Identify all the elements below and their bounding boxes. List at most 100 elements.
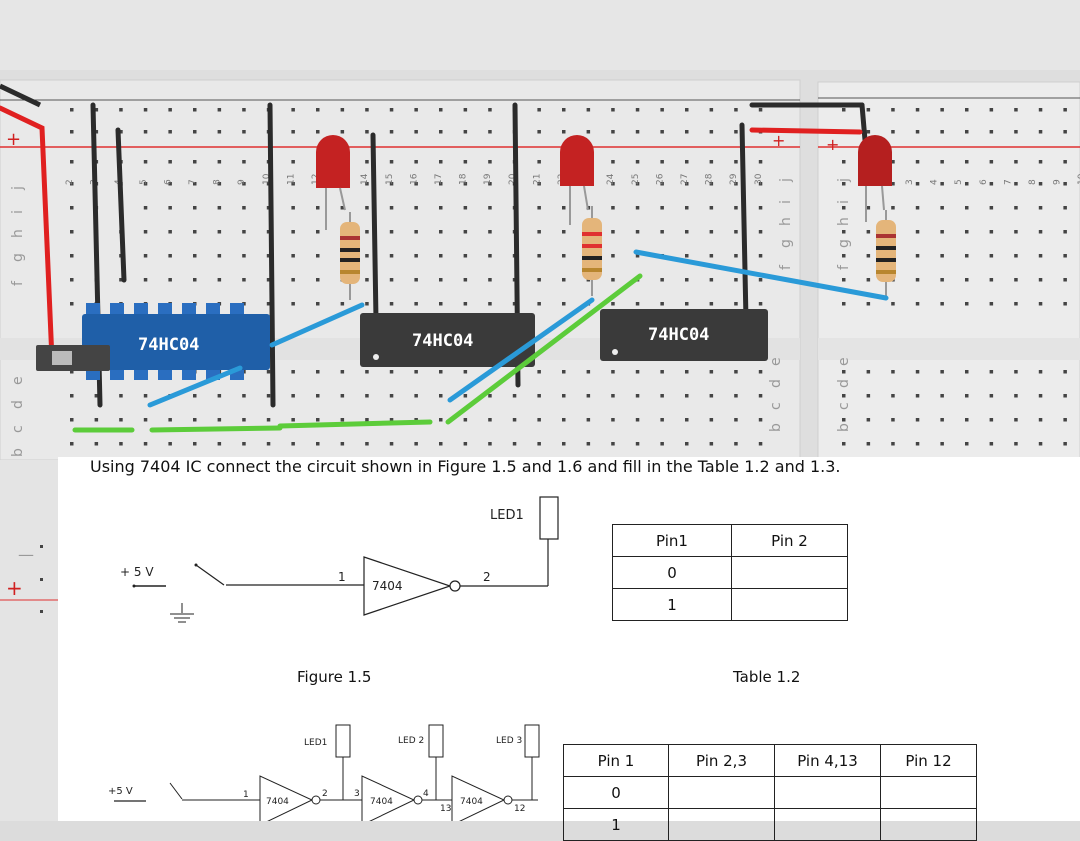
column-number: 4 [930,179,940,185]
inverter-gate [363,556,452,616]
column-number: 7 [1003,179,1013,185]
row-letter: g [836,239,852,248]
fig16-pin: 12 [514,804,525,814]
breadboard-photo: + + + 2345678910111213141516171819202122… [0,79,1080,460]
row-letter: c [10,425,26,433]
column-number: 28 [705,173,715,185]
chip-3: 74HC04 [600,309,768,361]
column-number: 6 [979,179,989,185]
row-letter: h [778,217,794,226]
fig16-supply: +5 V [108,786,133,797]
led1-box [539,496,559,540]
row-letter: j [778,178,794,183]
main-breadboard [0,79,801,460]
column-number: 9 [1053,179,1063,185]
row-letter: i [836,200,852,204]
inverter-gate-2 [361,775,416,821]
column-number: 16 [409,173,419,185]
fig16-gate: 7404 [266,797,289,807]
row-letter: e [836,357,852,366]
table-1-3-header: Pin 12 [880,744,977,777]
resistor-3 [876,210,896,296]
column-number: 24 [606,173,616,185]
column-number: 3 [905,179,915,185]
led-3 [858,135,892,222]
row-letter: g [778,239,794,248]
row-letter: j [10,186,26,191]
fig16-gate: 7404 [370,797,393,807]
chip-1: 74HC04 [82,303,270,380]
column-number: 5 [954,179,964,185]
column-number: 10 [262,173,272,185]
table-1-3-cell[interactable] [774,776,881,809]
chip-2-label: 74HC04 [412,331,473,351]
row-letter: c [836,402,852,410]
right-breadboard [817,81,1080,460]
row-letters: jihgfedcbafghijfghijedcbedcb [10,178,852,457]
row-letter: i [10,210,26,214]
column-number: 9 [237,179,247,185]
column-number: 19 [483,173,493,185]
svg-text:+: + [6,576,23,600]
fig16-pin: 4 [423,789,429,799]
table-1-3-cell[interactable] [880,776,977,809]
column-number: 5 [139,179,149,185]
column-number: 14 [360,173,370,185]
column-number: 10 [1077,173,1080,185]
table-1-2-header: Pin 2 [731,524,848,557]
figure-1-5-caption: Figure 1.5 [297,668,372,686]
table-1-3-cell[interactable] [668,776,775,809]
table-1-3: Pin 1 Pin 2,3 Pin 4,13 Pin 12 0 1 [563,744,977,841]
row-letter: c [768,402,784,410]
table-1-3-cell[interactable] [880,808,977,841]
row-letter: d [768,379,784,388]
figure-1-6-circuit: +5 V 1 7404 2 LED1 3 7404 4 LED 2 13 740… [108,724,540,821]
row-letter: f [778,264,794,270]
column-number: 30 [754,173,764,185]
row-letter: h [10,229,26,238]
table-1-2-cell[interactable] [731,556,848,589]
fig15-pin-out: 2 [483,570,491,584]
figure-1-5-circuit: + 5 V 1 7404 2 LED1 [120,496,559,623]
row-letter: g [10,253,26,262]
chip-2: 74HC04 [360,313,535,367]
fig16-led: LED1 [304,738,327,748]
table-1-3-header: Pin 4,13 [774,744,881,777]
table-1-3-cell: 1 [563,808,669,841]
svg-text:—: — [18,545,34,564]
table-1-3-cell[interactable] [668,808,775,841]
column-number: 8 [213,179,223,185]
column-number: 25 [631,174,641,185]
resistor-2 [582,206,602,296]
fig16-pin: 3 [354,789,360,799]
row-letter: h [836,217,852,226]
supply-label: + 5 V [120,565,154,579]
fig15-led-label: LED1 [490,508,524,523]
row-letter: e [10,376,26,385]
row-letter: b [10,448,26,457]
column-number: 7 [188,179,198,185]
table-1-2-caption: Table 1.2 [733,668,801,686]
column-number: 8 [1028,179,1038,185]
column-number: 6 [163,179,173,185]
inverter-gate-3 [451,775,506,821]
column-number: 2 [65,179,75,185]
led-1 [316,135,350,230]
fig16-pin: 13 [440,804,451,814]
column-number: 29 [729,173,739,185]
fig16-pin: 1 [243,790,249,800]
fig16-gate: 7404 [460,797,483,807]
worksheet: Using 7404 IC connect the circuit shown … [58,457,1080,841]
column-number: 17 [434,174,444,185]
photo-left-strip: — + [0,460,58,821]
row-letter: b [768,423,784,432]
fig15-gate-label: 7404 [372,579,403,593]
row-letter: f [10,280,26,286]
table-1-3-header: Pin 1 [563,744,669,777]
rail-plus-label-right-board: + [826,135,839,154]
table-1-2-header: Pin1 [612,524,732,557]
table-1-2-cell[interactable] [731,588,848,621]
rail-plus-label-right: + [772,131,785,150]
table-1-3-cell[interactable] [774,808,881,841]
column-number: 27 [680,174,690,185]
